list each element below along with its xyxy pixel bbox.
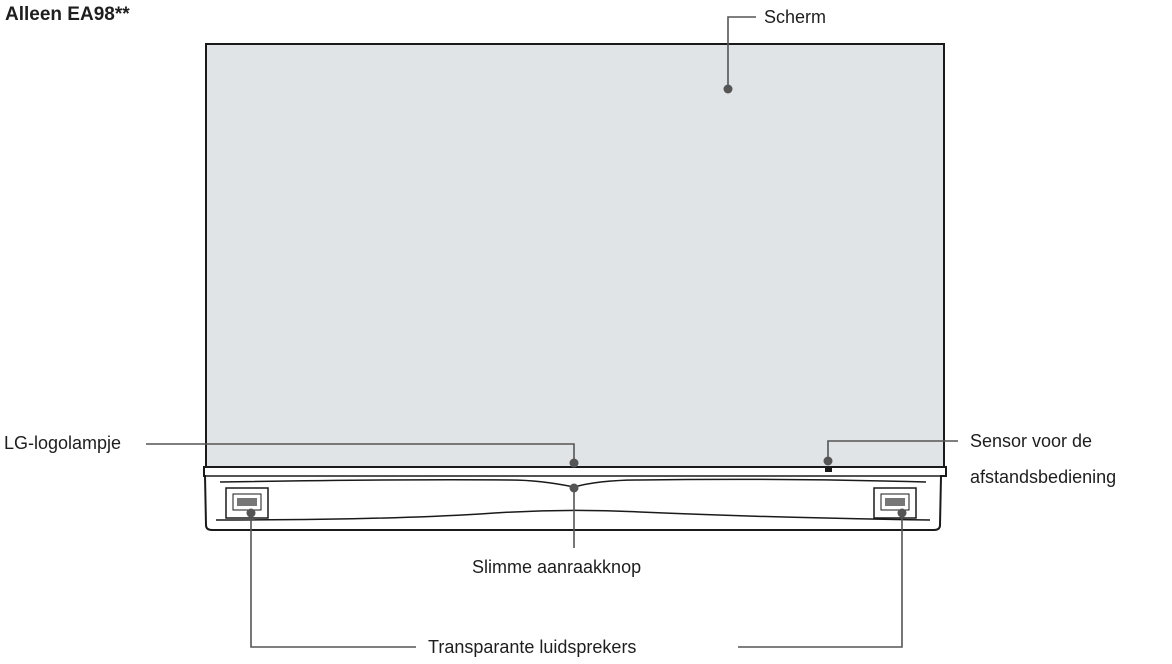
sensor-window	[825, 468, 832, 472]
tv-stand	[203, 466, 947, 531]
page-title: Alleen EA98**	[5, 4, 130, 25]
label-screen: Scherm	[764, 7, 827, 27]
leader-speaker-right	[738, 515, 903, 648]
leader-speaker-left	[250, 515, 416, 648]
leader-screen	[727, 16, 756, 89]
label-speakers: Transparante luidsprekers	[428, 637, 637, 657]
leader-logo-lamp	[146, 443, 575, 463]
screen-panel	[205, 43, 945, 469]
label-sensor-line1: Sensor voor de	[970, 431, 1093, 451]
leader-sensor	[827, 440, 958, 461]
dot-speaker-right	[897, 508, 907, 518]
label-touch-button: Slimme aanraakknop	[472, 557, 642, 577]
label-sensor-line2: afstandsbediening	[970, 467, 1117, 487]
dot-sensor	[823, 456, 833, 466]
label-logo-lamp: LG-logolampje	[4, 433, 122, 453]
stand-curve-lower	[215, 509, 931, 521]
dot-screen	[723, 84, 733, 94]
dot-logo-lamp	[569, 458, 579, 468]
dot-speaker-left	[246, 508, 256, 518]
speaker-right	[873, 487, 917, 519]
dot-touch-button	[569, 483, 579, 493]
